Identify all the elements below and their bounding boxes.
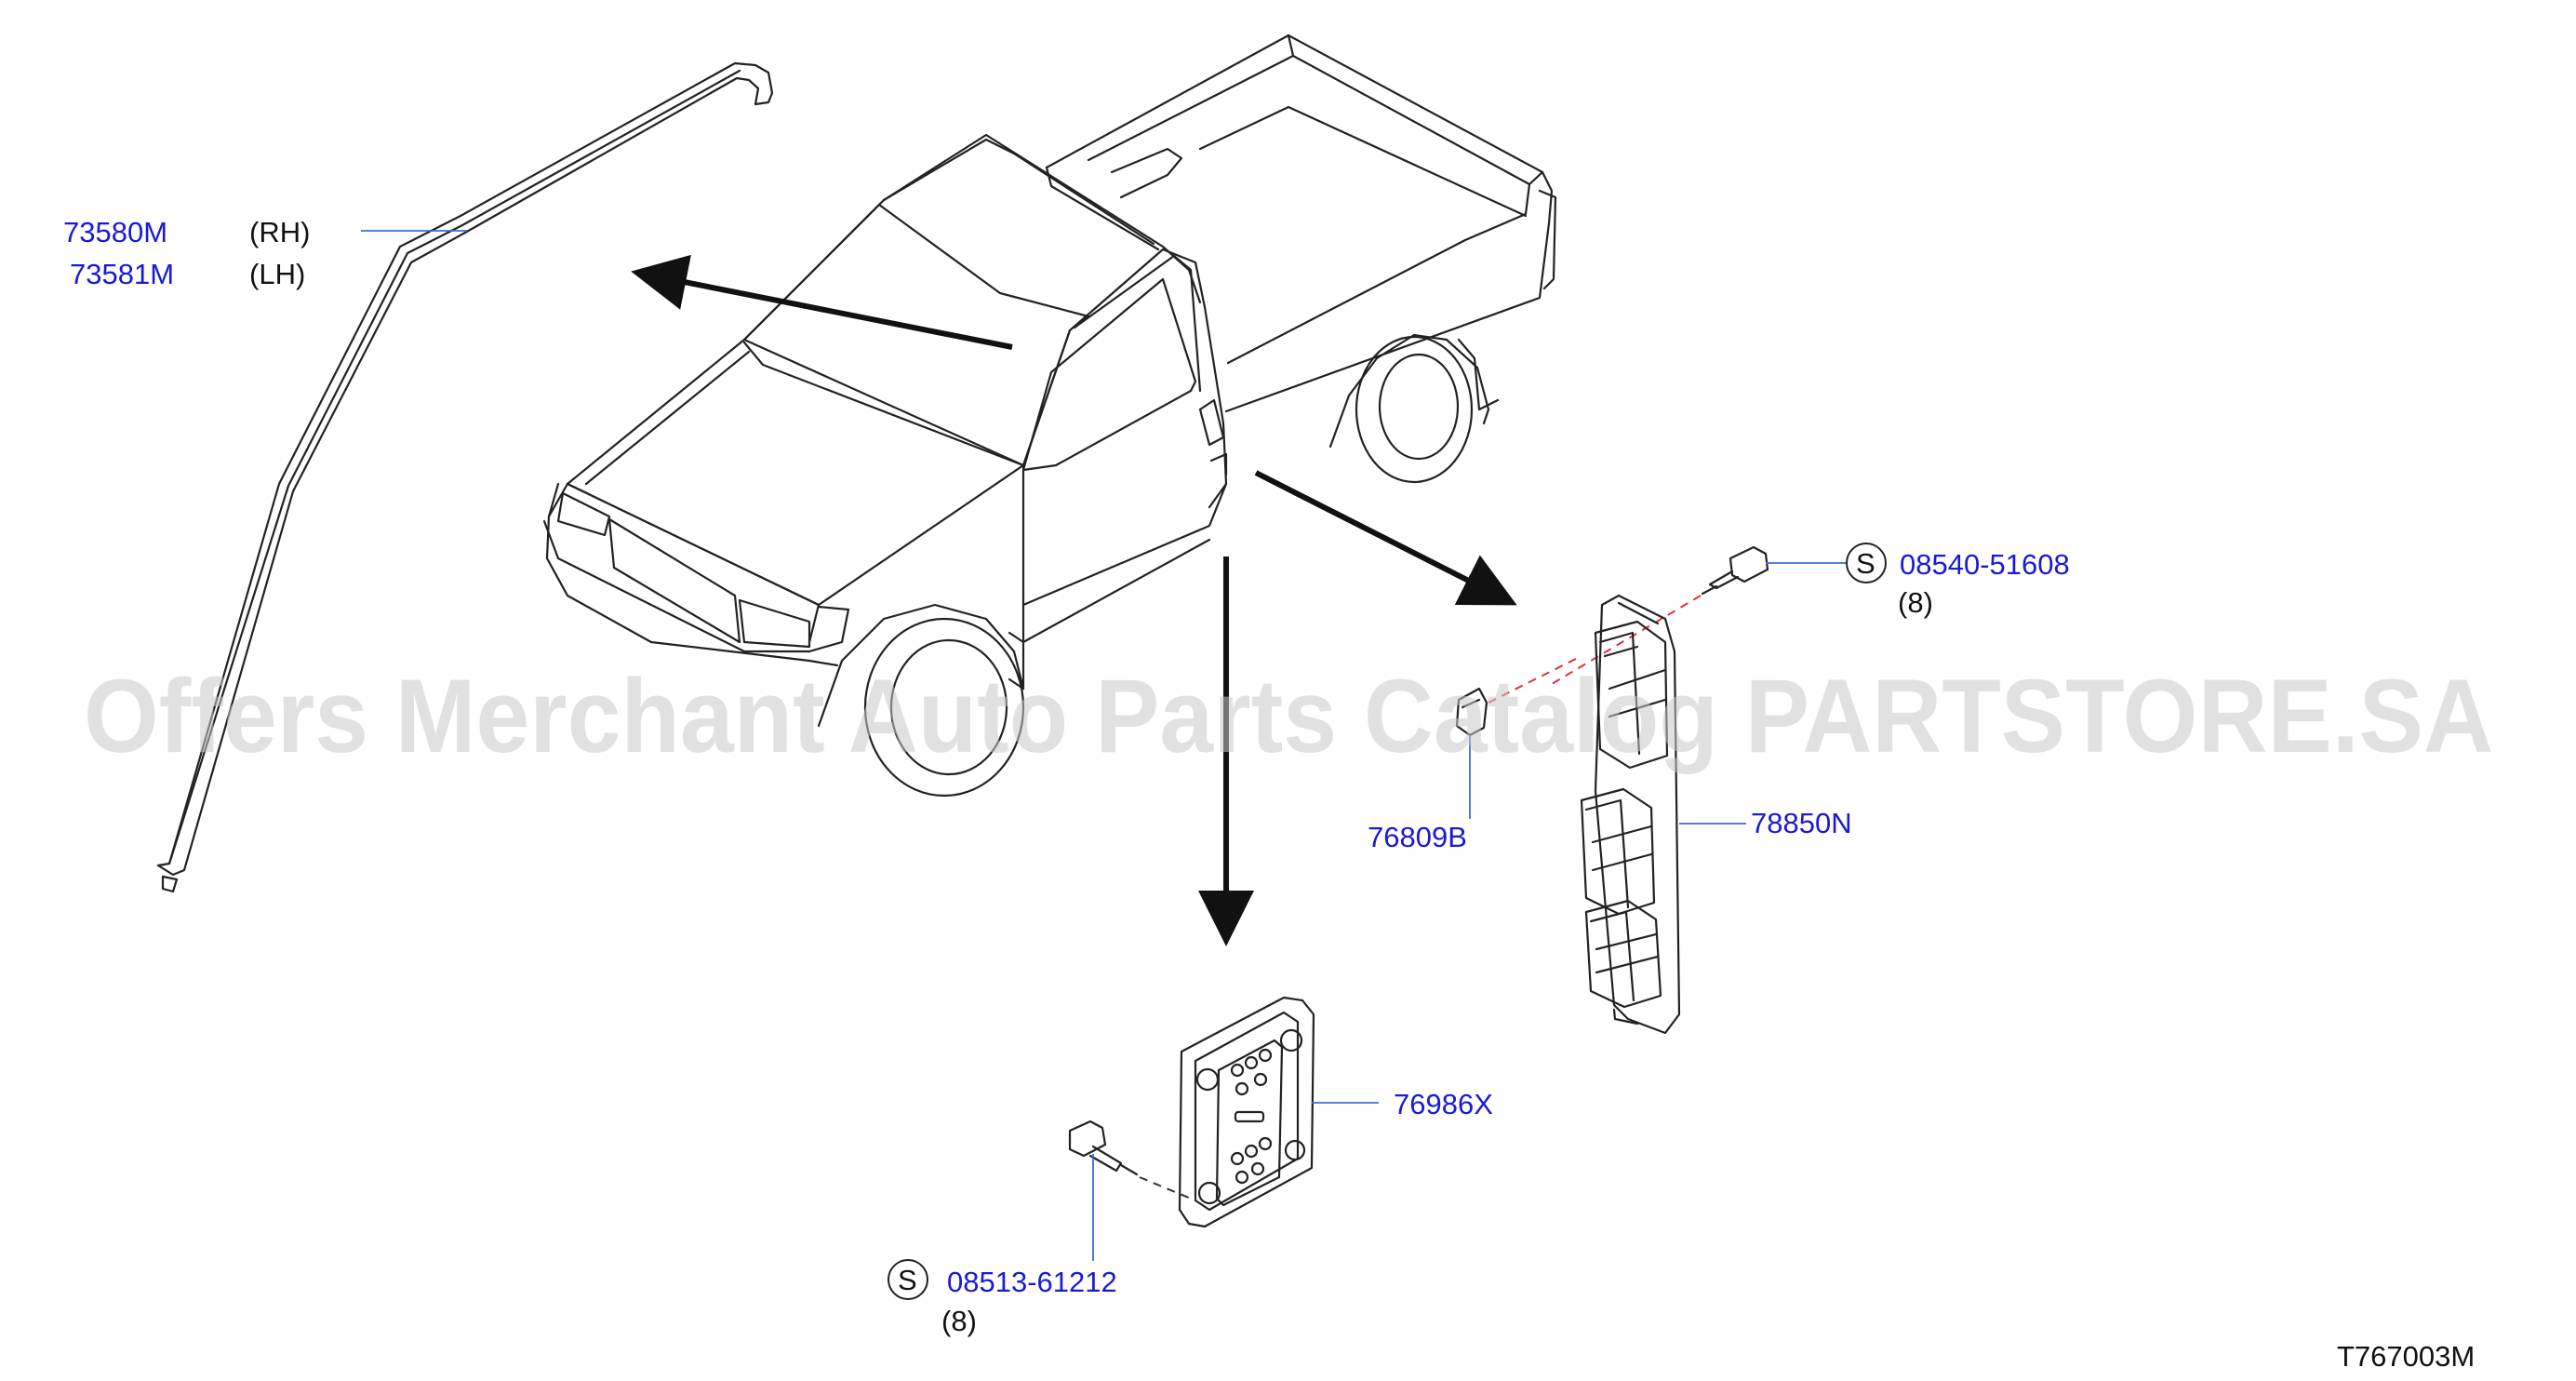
part-number-protector[interactable]: 78850N (1751, 807, 1852, 839)
side-label-rh: (RH) (249, 216, 310, 248)
watermark-text: Offers Merchant Auto Parts Catalog PARTS… (84, 658, 2493, 774)
part-number-clip[interactable]: 76809B (1368, 821, 1467, 853)
screw-bottom-drawing (1068, 1120, 1139, 1176)
clip-dash (1488, 655, 1582, 704)
diagram-code: T767003M (2337, 1340, 2475, 1373)
part-number-plate[interactable]: 76986X (1394, 1088, 1493, 1120)
pickup-truck-drawing (542, 34, 1557, 798)
arrow-to-protector (1254, 470, 1517, 606)
part-number-screw-top[interactable]: 08540-51608 (1900, 548, 2070, 581)
part-number-molding-lh[interactable]: 73581M (70, 258, 174, 290)
protector-drawing (1580, 594, 1681, 1035)
roof-molding-drawing (156, 61, 774, 893)
direction-arrows (631, 254, 1517, 946)
side-label-lh: (LH) (249, 258, 305, 290)
screw-top-symbol: S (1856, 547, 1875, 580)
arrow-to-molding (631, 254, 1013, 350)
screw-bottom-dash (1139, 1176, 1196, 1201)
clip-drawing (1455, 687, 1488, 737)
part-number-screw-bottom[interactable]: 08513-61212 (947, 1266, 1117, 1298)
screw-bottom-s-circle (888, 1259, 928, 1300)
plate-drawing (1178, 996, 1315, 1228)
screw-top-s-circle (1846, 543, 1887, 583)
quantity-screw-bottom: (8) (941, 1305, 977, 1337)
part-number-molding-rh[interactable]: 73580M (63, 216, 167, 248)
quantity-screw-top: (8) (1898, 586, 1933, 619)
leader-lines (361, 230, 1847, 1261)
screw-bottom-symbol: S (898, 1264, 917, 1296)
screw-top-drawing (1701, 545, 1769, 596)
